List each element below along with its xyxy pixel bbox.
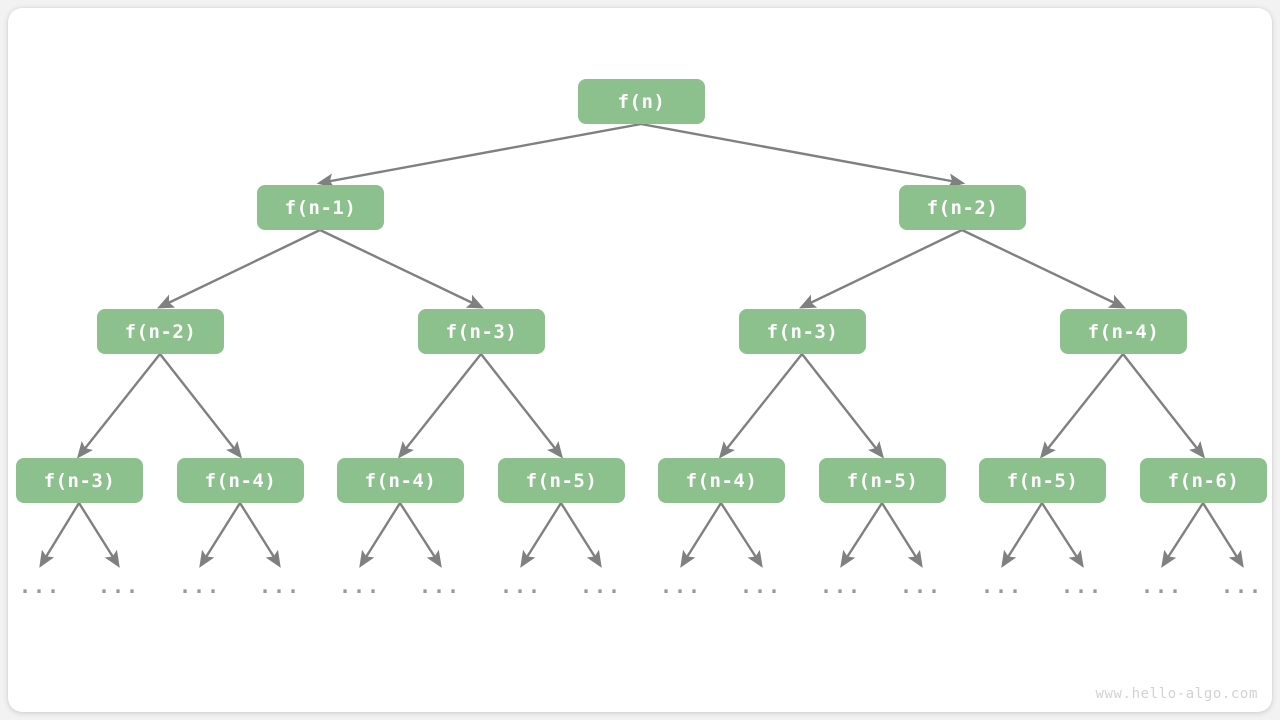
tree-leaf-ellipsis: ... (258, 574, 302, 598)
tree-leaf-ellipsis: ... (1060, 574, 1104, 598)
tree-node-label: f(n-5) (1006, 469, 1079, 492)
tree-node: f(n-2) (97, 309, 224, 354)
tree-node: f(n-5) (498, 458, 625, 503)
tree-node: f(n-6) (1140, 458, 1267, 503)
tree-leaf-ellipsis: ... (579, 574, 623, 598)
tree-node-label: f(n-4) (1087, 320, 1160, 343)
tree-node: f(n-5) (819, 458, 946, 503)
tree-leaf-ellipsis: ... (659, 574, 703, 598)
tree-node: f(n-3) (16, 458, 143, 503)
tree-node: f(n-4) (177, 458, 304, 503)
tree-leaf-ellipsis: ... (980, 574, 1024, 598)
tree-leaf-ellipsis: ... (899, 574, 943, 598)
tree-node-label: f(n) (617, 90, 666, 113)
tree-leaf-ellipsis: ... (1140, 574, 1184, 598)
tree-node-label: f(n-4) (204, 469, 277, 492)
tree-leaf-ellipsis: ... (18, 574, 62, 598)
tree-node-label: f(n-5) (846, 469, 919, 492)
tree-leaf-ellipsis: ... (819, 574, 863, 598)
tree-leaf-ellipsis: ... (418, 574, 462, 598)
tree-node: f(n-2) (899, 185, 1026, 230)
tree-node-label: f(n-5) (525, 469, 598, 492)
tree-leaf-ellipsis: ... (499, 574, 543, 598)
tree-node: f(n-3) (739, 309, 866, 354)
tree-node-label: f(n-2) (926, 196, 999, 219)
tree-node: f(n-3) (418, 309, 545, 354)
tree-leaf-ellipsis: ... (1220, 574, 1264, 598)
tree-node-label: f(n-3) (445, 320, 518, 343)
tree-node-label: f(n-3) (766, 320, 839, 343)
tree-node-label: f(n-6) (1167, 469, 1240, 492)
watermark: www.hello-algo.com (1095, 686, 1258, 702)
tree-leaf-ellipsis: ... (178, 574, 222, 598)
tree-leaf-ellipsis: ... (97, 574, 141, 598)
tree-node: f(n-1) (257, 185, 384, 230)
tree-node: f(n-4) (337, 458, 464, 503)
tree-node-label: f(n-4) (364, 469, 437, 492)
tree-leaf-ellipsis: ... (338, 574, 382, 598)
tree-node-label: f(n-4) (685, 469, 758, 492)
tree-node: f(n-5) (979, 458, 1106, 503)
tree-node: f(n-4) (1060, 309, 1187, 354)
tree-node-label: f(n-3) (43, 469, 116, 492)
tree-node-label: f(n-1) (284, 196, 357, 219)
tree-node-label: f(n-2) (124, 320, 197, 343)
tree-leaf-ellipsis: ... (739, 574, 783, 598)
tree-node: f(n) (578, 79, 705, 124)
tree-node: f(n-4) (658, 458, 785, 503)
